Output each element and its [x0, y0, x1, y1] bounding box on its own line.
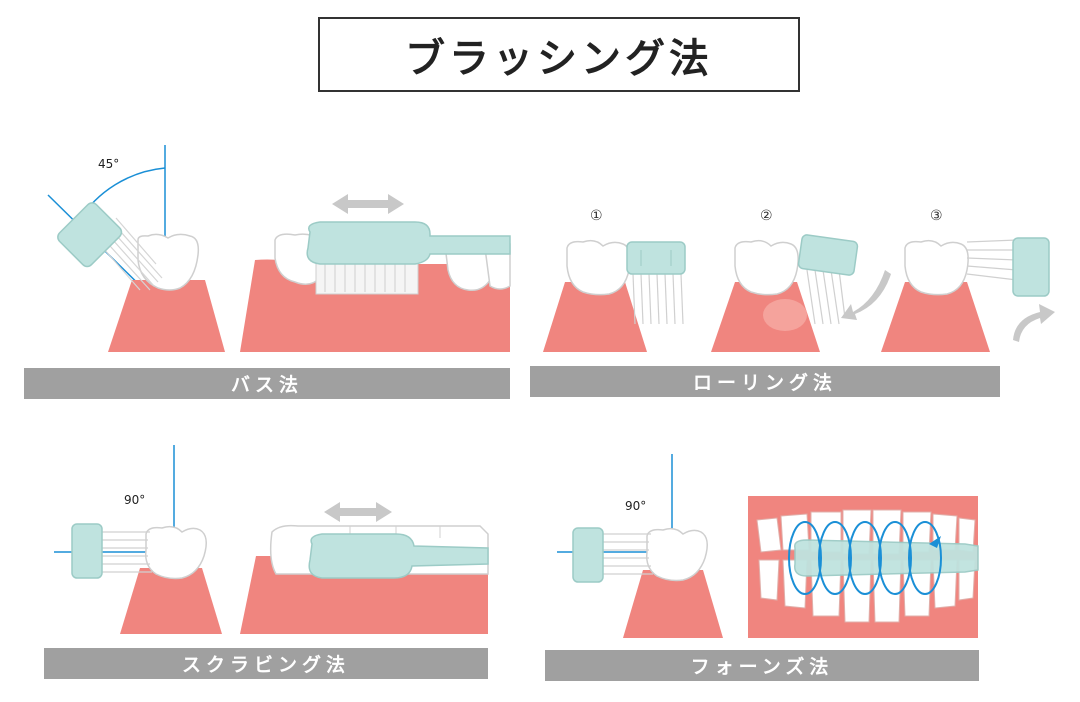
tooth [904, 239, 969, 296]
toothbrush-bristles [601, 533, 653, 575]
gum [108, 280, 225, 352]
toothbrush-head [57, 202, 123, 268]
gum [881, 282, 990, 352]
toothbrush-bristles [806, 269, 846, 325]
label-scrubbing-method: スクラビング法 [44, 648, 488, 679]
toothbrush-head [626, 241, 686, 275]
double-arrow-icon [332, 194, 404, 214]
double-arrow-icon [324, 502, 392, 522]
toothbrush-bristles [98, 531, 152, 573]
gum [543, 282, 647, 352]
toothbrush [306, 221, 511, 265]
angle-label: 45° [98, 157, 119, 171]
step-number: ① [590, 208, 603, 224]
rolling-method-illustration: ① ② ③ [543, 208, 1055, 352]
step-number: ③ [930, 208, 943, 224]
label-fones-method: フォーンズ法 [545, 650, 979, 681]
toothbrush-head [71, 523, 103, 579]
angle-label: 90° [625, 499, 646, 513]
tooth [734, 239, 799, 296]
angle-label: 90° [124, 493, 145, 507]
tooth [645, 527, 708, 582]
toothbrush [794, 539, 979, 577]
tooth [566, 239, 631, 296]
step-number: ② [760, 208, 773, 224]
page-title: ブラッシング法 [318, 17, 800, 92]
label-bass-method: バス法 [24, 368, 510, 399]
gum [120, 568, 222, 634]
toothbrush-bristles [632, 273, 684, 325]
toothbrush [308, 533, 489, 579]
bass-method-illustration: 45° [47, 145, 511, 352]
label-rolling-method: ローリング法 [530, 366, 1000, 397]
circular-motion-arrows [788, 521, 942, 595]
tooth [144, 525, 207, 580]
toothbrush-head [572, 527, 604, 583]
curved-arrow-icon [1013, 304, 1055, 342]
toothbrush-head [1012, 237, 1050, 297]
fones-method-illustration: 90° [557, 454, 979, 638]
scrubbing-method-illustration: 90° [54, 445, 489, 634]
toothbrush-bristles [966, 239, 1018, 281]
arrow-head-icon [929, 536, 941, 548]
gum [623, 570, 723, 638]
gum-row [240, 556, 488, 634]
curved-arrow-icon [841, 270, 891, 320]
toothbrush-head [797, 234, 859, 276]
